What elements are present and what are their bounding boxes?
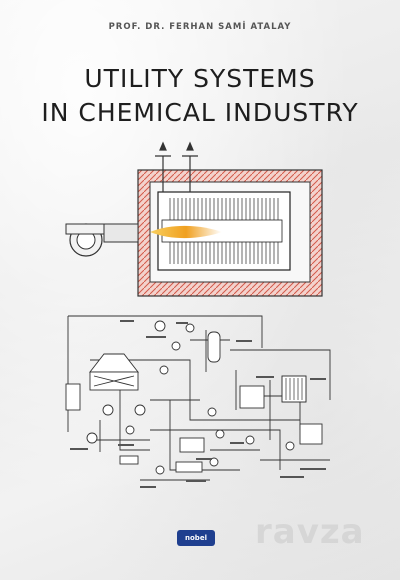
publisher-logo: nobel <box>177 530 215 546</box>
pumps-and-valves <box>86 320 295 475</box>
title-line-2: IN CHEMICAL INDUSTRY <box>41 98 359 127</box>
steam-outlet-pipes <box>155 141 198 192</box>
flame <box>150 225 222 239</box>
diagram-labels <box>70 320 326 488</box>
watermark: ravza <box>255 512 365 552</box>
process-flow-diagram <box>67 315 331 481</box>
book-title: UTILITY SYSTEMS IN CHEMICAL INDUSTRY <box>0 62 400 130</box>
author-name: PROF. DR. FERHAN SAMİ ATALAY <box>108 22 292 32</box>
burner-nozzle <box>103 223 139 243</box>
heat-exchanger <box>281 375 307 403</box>
cooling-tower <box>89 353 139 391</box>
title-line-1: UTILITY SYSTEMS <box>84 64 316 93</box>
